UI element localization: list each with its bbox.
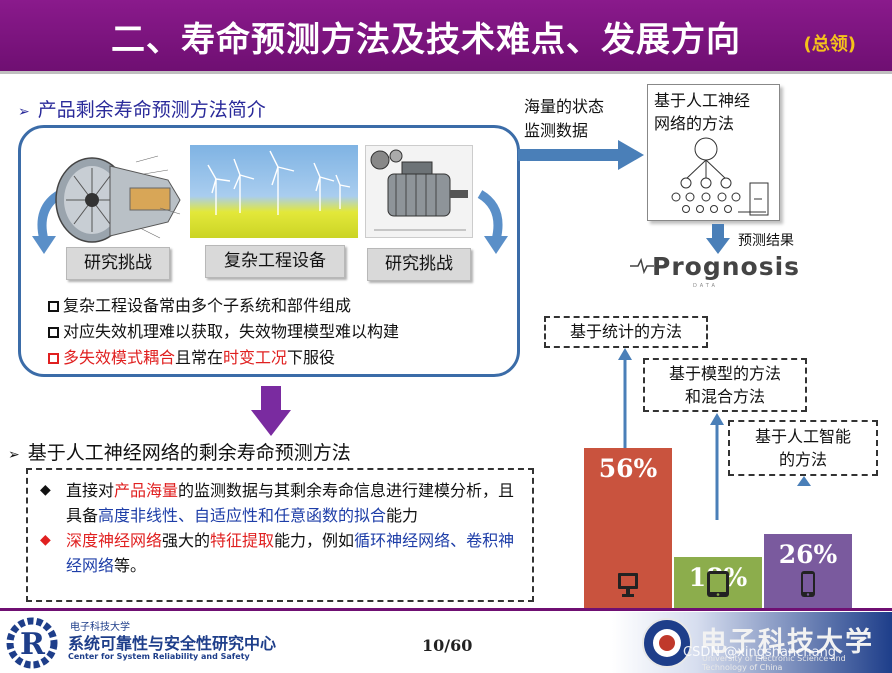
tablet-icon (706, 570, 730, 602)
footer-univ-small: 电子科技大学 (70, 622, 130, 633)
challenge-text-1: 复杂工程设备常由多个子系统和部件组成 (63, 296, 352, 315)
nn-title-line2: 网络的方法 (654, 114, 735, 133)
diamond-black-icon: ◆ (40, 482, 51, 498)
slide-subtitle: (总领) (803, 34, 856, 55)
curved-arrow-right-icon (477, 190, 508, 254)
statistics-method-box: 基于统计的方法 (544, 316, 708, 348)
ann2-r1: 深度神经网络 (66, 531, 163, 550)
section1-heading-text: 产品剩余寿命预测方法简介 (37, 99, 266, 121)
prognosis-logo-sub: DATA (693, 283, 718, 289)
csdn-watermark: CSDN @xingshanchang (683, 645, 837, 660)
center-logo-icon: R (6, 617, 58, 669)
model-method-box: 基于模型的方法和混合方法 (643, 358, 807, 412)
ann2-r2: 特征提取 (210, 531, 275, 550)
bar-2: 18% (674, 556, 762, 608)
ann2-b1: 循环神经网络、卷积神经网络 (66, 531, 515, 575)
ann-item-2: ◆ 深度神经网络强大的特征提取能力，例如循环神经网络、卷积神经网络等。 (38, 528, 518, 578)
ann-method-list: ◆ 直接对产品海量的监测数据与其剩余寿命信息进行建模分析，且具备高度非线性、自适应… (38, 478, 518, 578)
bar-value-label: 56% (598, 454, 658, 484)
down-arrow-icon (706, 224, 730, 254)
ai-method-box: 基于人工智能的方法 (728, 420, 878, 476)
checkbox-square-icon (48, 327, 59, 338)
ann1-t1: 直接对 (66, 481, 115, 500)
up-arrow-model-icon (710, 413, 724, 520)
pulse-line-icon (630, 258, 654, 274)
challenge-list: 复杂工程设备常由多个子系统和部件组成 对应失效机理难以获取，失效物理模型难以构建… (48, 293, 399, 371)
ann1-t2: 的监测数据与其剩余寿命信息进行建模分析，且具备 (66, 481, 515, 525)
tag-research-challenge-right: 研究挑战 (367, 248, 471, 281)
bar-3: 26% (764, 533, 852, 608)
ann1-t3: 能力 (386, 506, 419, 525)
wind-farm-image (190, 145, 358, 238)
slide-title: 二、寿命预测方法及技术难点、发展方向 (111, 20, 741, 60)
title-bar: 二、寿命预测方法及技术难点、发展方向 (总领) (0, 0, 892, 74)
ann1-b2: 高度非线性、自适应性和任意函数的拟合 (98, 506, 387, 525)
nn-method-title: 基于人工神经网络的方法 (654, 89, 750, 135)
model-method-line2: 和混合方法 (684, 387, 765, 406)
section2-heading-text: 基于人工神经网络的剩余寿命预测方法 (27, 442, 351, 464)
up-arrow-ai-icon (797, 476, 811, 486)
bar-value-label: 26% (778, 539, 838, 569)
challenge-item: 多失效模式耦合且常在时变工况下服役 (48, 345, 399, 371)
challenge-text-3d: 下服役 (287, 348, 336, 367)
nn-method-box: 基于人工神经网络的方法 (647, 84, 780, 221)
section2-bullet-icon: ➢ (8, 447, 20, 463)
tag-complex-equipment: 复杂工程设备 (205, 245, 345, 278)
ai-method-line2: 的方法 (778, 450, 827, 469)
challenge-item: 对应失效机理难以获取，失效物理模型难以构建 (48, 319, 399, 345)
neural-network-icon (671, 137, 769, 216)
motor-diagram-image (365, 145, 473, 238)
data-label-line1: 海量的状态 (524, 97, 605, 116)
section1-bullet-icon: ➢ (18, 104, 30, 120)
ann2-t2: 能力，例如 (274, 531, 355, 550)
footer-divider (0, 608, 892, 611)
challenge-text-2: 对应失效机理难以获取，失效物理模型难以构建 (63, 322, 400, 341)
ann1-b1: 产品海量 (114, 481, 179, 500)
bar-1: 56% (584, 448, 672, 608)
footer-center-en: Center for System Reliability and Safety (68, 652, 250, 661)
desktop-icon (617, 572, 639, 602)
challenge-text-3a: 多失效模式耦合 (63, 348, 176, 367)
prognosis-logo: Prognosis (652, 252, 801, 281)
phone-icon (800, 570, 816, 602)
challenge-item: 复杂工程设备常由多个子系统和部件组成 (48, 293, 399, 319)
university-seal-icon (642, 618, 692, 668)
model-method-line1: 基于模型的方法 (668, 364, 781, 383)
university-name-en: University of Electronic Science and Tec… (702, 654, 846, 672)
ann2-t3: 等。 (114, 556, 147, 575)
page-number: 10/60 (422, 636, 473, 655)
nn-title-line1: 基于人工神经 (654, 91, 751, 110)
checkbox-square-red-icon (48, 353, 59, 364)
diamond-red-icon: ◆ (40, 532, 51, 548)
ann-method-box (26, 468, 534, 602)
footer-center-name: 系统可靠性与安全性研究中心 (68, 634, 277, 653)
data-label-line2: 监测数据 (524, 121, 589, 140)
right-arrow-icon (518, 140, 644, 170)
checkbox-square-icon (48, 301, 59, 312)
ann-item-1: ◆ 直接对产品海量的监测数据与其剩余寿命信息进行建模分析，且具备高度非线性、自适应… (38, 478, 518, 528)
university-name: 电子科技大学 (700, 627, 874, 658)
challenge-text-3c: 时变工况 (223, 348, 288, 367)
tag-research-challenge-left: 研究挑战 (66, 247, 170, 280)
section2-heading: ➢ 基于人工神经网络的剩余寿命预测方法 (8, 438, 351, 465)
ai-method-line1: 基于人工智能 (754, 427, 851, 446)
section1-heading: ➢ 产品剩余寿命预测方法简介 (18, 95, 266, 122)
up-arrow-statistics-icon (618, 348, 632, 450)
purple-down-arrow-icon (251, 386, 291, 436)
svg-text:R: R (20, 627, 46, 662)
jet-engine-image (55, 155, 181, 243)
challenge-text-3b: 且常在 (175, 348, 224, 367)
ann2-t1: 强大的 (162, 531, 211, 550)
prediction-result-label: 预测结果 (738, 233, 794, 249)
